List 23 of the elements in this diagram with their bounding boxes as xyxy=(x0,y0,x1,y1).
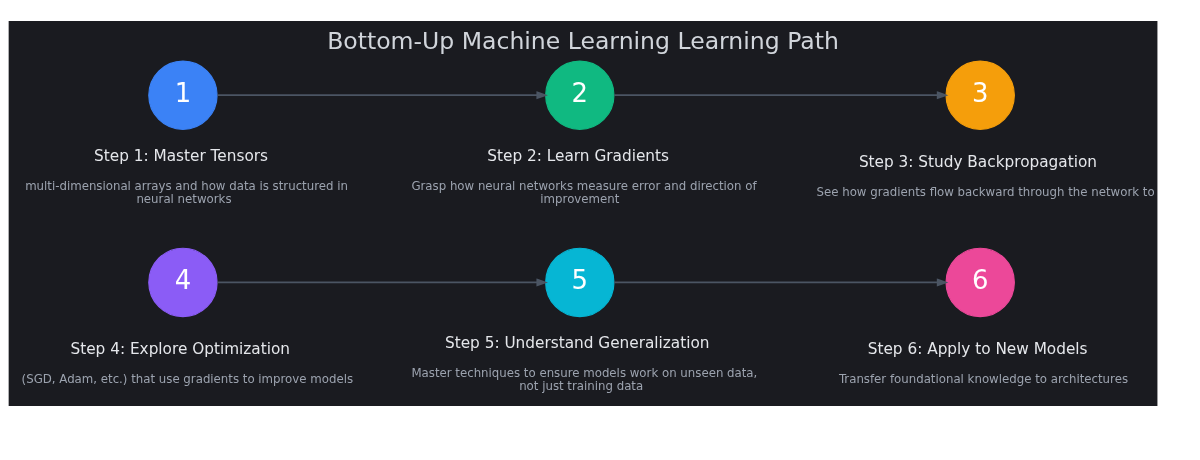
arrow xyxy=(613,90,949,99)
node-label: Step 6: Apply to New Models xyxy=(867,339,1088,358)
node-label: (SGD, Adam, etc.) that use gradients to improve models xyxy=(21,371,354,386)
node-label: multi-dimensional arrays and how data is structured in neural networks xyxy=(25,178,348,206)
node-circle: 4 xyxy=(148,247,218,317)
arrow xyxy=(216,90,548,99)
node-label: Step 5: Understand Generalization xyxy=(444,333,710,352)
node-label: Transfer foundational knowledge to architectures xyxy=(838,371,1129,386)
node-circle: 6 xyxy=(945,247,1015,317)
node-circle: 2 xyxy=(545,59,615,130)
arrow xyxy=(216,277,548,286)
node-circle: 5 xyxy=(545,247,615,317)
diagram-title: Bottom-Up Machine Learning Learning Path xyxy=(327,26,839,55)
node-circle: 3 xyxy=(945,59,1015,130)
node-label: See how gradients flow backward through the network to xyxy=(816,184,1155,199)
node-label: Master techniques to ensure models work on unseen data, not just training data xyxy=(411,365,758,393)
node-label: Step 4: Explore Optimization xyxy=(70,339,291,358)
node-label: Step 1: Master Tensors xyxy=(94,146,269,165)
arrow xyxy=(613,277,949,286)
node-label: Grasp how neural networks measure error and direction of improvement xyxy=(411,178,757,206)
node-label: Step 3: Study Backpropagation xyxy=(858,152,1098,171)
node-circle: 1 xyxy=(148,59,218,130)
node-label: Step 2: Learn Gradients xyxy=(487,146,669,165)
